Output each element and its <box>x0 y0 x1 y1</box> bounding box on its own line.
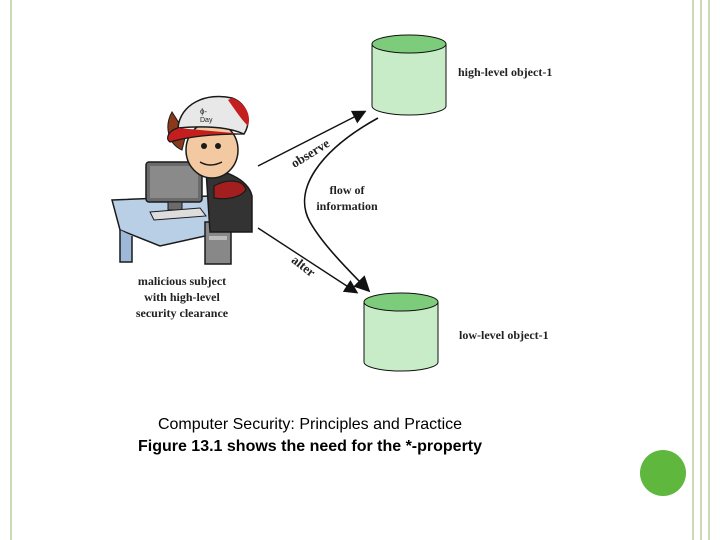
low-level-object-label: low-level object-1 <box>459 328 549 342</box>
accent-dot <box>640 450 686 496</box>
subject-label-line1: malicious subject <box>137 274 227 288</box>
left-frame-line <box>10 0 12 540</box>
high-level-object-label: high-level object-1 <box>458 65 553 79</box>
high-level-object-cylinder <box>371 34 447 116</box>
hat-logo: ɸ- <box>200 107 207 116</box>
observe-arrow <box>257 110 367 167</box>
subject-label-line3: security clearance <box>135 306 229 320</box>
caption-source: Computer Security: Principles and Practi… <box>157 416 463 433</box>
right-frame-line-3 <box>708 0 710 540</box>
svg-text:Day: Day <box>200 117 213 124</box>
hacker-illustration: ɸ- Day <box>111 95 253 265</box>
subject-label-line2: with high-level <box>144 290 220 304</box>
caption-figure: Figure 13.1 shows the need for the *-pro… <box>137 438 483 455</box>
flow-of-information-label: flow of information <box>312 182 382 214</box>
flow-label-line1: flow of <box>329 183 365 197</box>
alter-arrow <box>257 227 359 294</box>
information-flow-arrow <box>303 117 379 293</box>
low-level-object-cylinder <box>363 292 439 372</box>
malicious-subject-label: malicious subject with high-level securi… <box>122 273 242 321</box>
right-frame-line-1 <box>692 0 694 540</box>
right-frame-line-2 <box>700 0 702 540</box>
flow-label-line2: information <box>316 199 378 213</box>
